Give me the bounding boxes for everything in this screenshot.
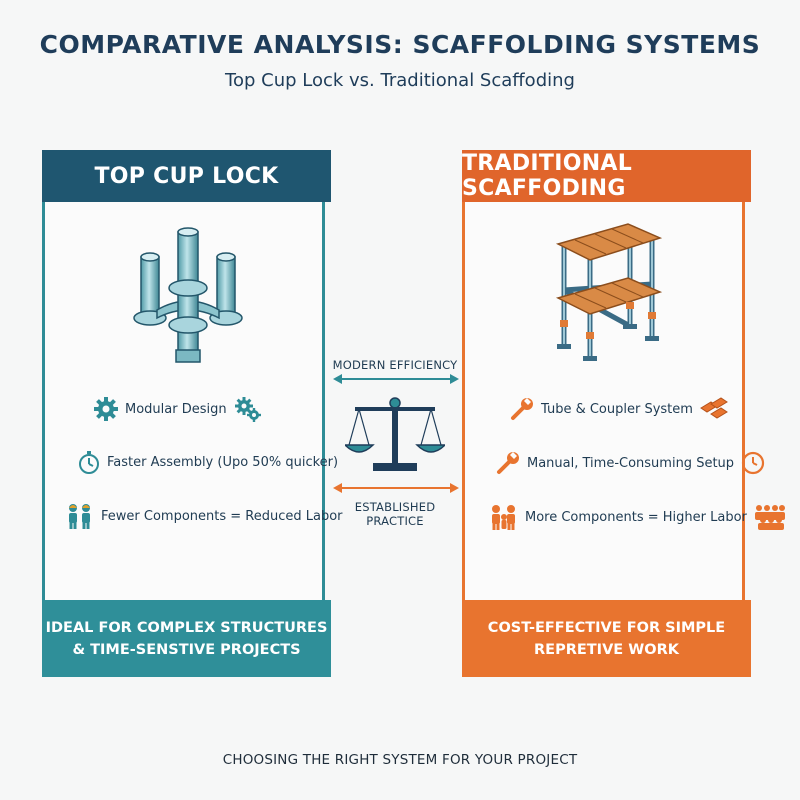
modern-efficiency-label: MODERN EFFICIENCY bbox=[332, 358, 458, 372]
top-cup-lock-footer: IDEAL FOR COMPLEX STRUCTURES & TIME-SENS… bbox=[42, 600, 331, 677]
family-icon bbox=[489, 503, 519, 531]
traditional-scaffolding-body: Tube & Coupler System Man bbox=[465, 202, 785, 600]
feature-tube-coupler: Tube & Coupler System bbox=[509, 396, 731, 422]
traditional-scaffolding-panel: TRADITIONAL SCAFFODING bbox=[462, 150, 785, 677]
established-practice-label: ESTABLISHED PRACTICE bbox=[354, 500, 436, 528]
top-cup-lock-panel: TOP CUP LOCK bbox=[42, 150, 343, 677]
feature-manual-setup: Manual, Time-Consuming Setup bbox=[495, 450, 766, 476]
stopwatch-icon bbox=[77, 449, 101, 475]
page-footer-caption: CHOOSING THE RIGHT SYSTEM FOR YOUR PROJE… bbox=[222, 752, 578, 768]
balance-scale-icon bbox=[345, 397, 445, 471]
clock-icon bbox=[740, 450, 766, 476]
scaffold-illustration-icon bbox=[555, 223, 663, 361]
footer-line: IDEAL FOR COMPLEX STRUCTURES bbox=[45, 619, 328, 636]
couplers-icon bbox=[699, 396, 731, 422]
wrench-icon bbox=[509, 396, 535, 422]
footer-line: & TIME-SENSTIVE PROJECTS bbox=[72, 641, 301, 658]
traditional-scaffolding-header: TRADITIONAL SCAFFODING bbox=[462, 150, 751, 202]
feature-label: Faster Assembly (Upo 50% quicker) bbox=[107, 454, 339, 470]
top-cup-lock-header: TOP CUP LOCK bbox=[42, 150, 331, 202]
double-arrow-icon bbox=[333, 374, 459, 384]
double-arrow-icon bbox=[333, 483, 459, 493]
workers-icon bbox=[65, 502, 95, 530]
gears-icon bbox=[233, 394, 263, 424]
feature-more-components: More Components = Higher Labor bbox=[489, 503, 787, 531]
feature-label: Tube & Coupler System bbox=[541, 401, 693, 417]
feature-label: Fewer Components = Reduced Labor bbox=[101, 508, 343, 524]
feature-label: Modular Design bbox=[125, 401, 227, 417]
feature-faster-assembly: Faster Assembly (Upo 50% quicker) bbox=[77, 449, 344, 475]
top-cup-lock-body: Modular Design bbox=[45, 202, 343, 600]
page-subtitle: Top Cup Lock vs. Traditional Scaffoding bbox=[225, 70, 575, 91]
feature-label: More Components = Higher Labor bbox=[525, 509, 747, 525]
feature-fewer-components: Fewer Components = Reduced Labor bbox=[65, 502, 349, 530]
traditional-scaffolding-footer: COST-EFFECTIVE FOR SIMPLE REPRETIVE WORK bbox=[462, 600, 751, 677]
gear-icon bbox=[93, 396, 119, 422]
footer-line: REPRETIVE WORK bbox=[534, 641, 679, 658]
page-title: COMPARATIVE ANALYSIS: SCAFFOLDING SYSTEM… bbox=[39, 30, 761, 59]
cup-lock-illustration-icon bbox=[133, 227, 243, 363]
feature-modular-design: Modular Design bbox=[93, 394, 263, 424]
wrench-icon bbox=[495, 450, 521, 476]
crowd-icon bbox=[753, 503, 787, 531]
footer-line: COST-EFFECTIVE FOR SIMPLE bbox=[487, 619, 726, 636]
feature-label: Manual, Time-Consuming Setup bbox=[527, 455, 735, 471]
